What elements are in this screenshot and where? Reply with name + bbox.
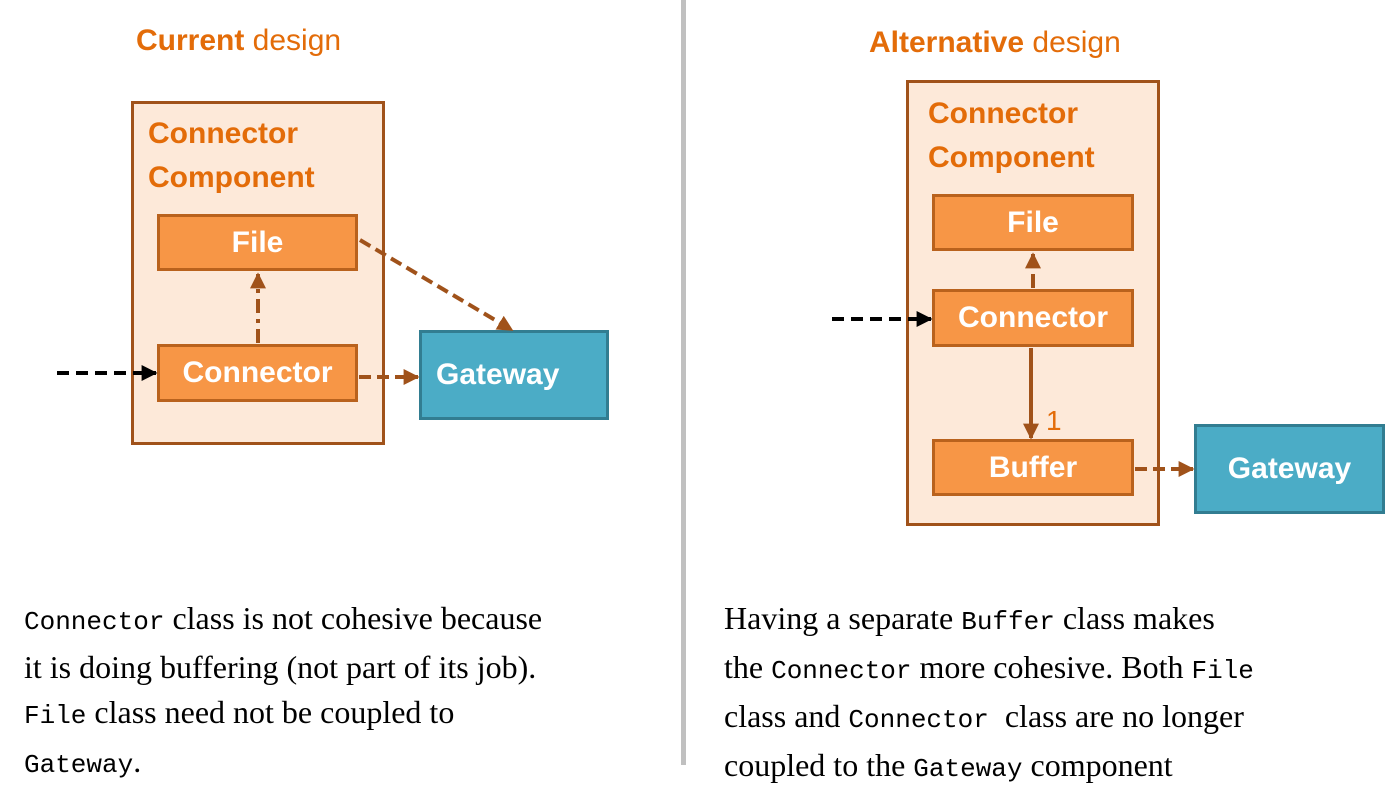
right-component-label-line2: Component — [928, 141, 1095, 174]
left-caption: Connector class is not cohesive because … — [24, 596, 674, 788]
center-divider — [681, 0, 686, 765]
right-caption-code-file: File — [1191, 656, 1254, 686]
left-caption-line1: Connector class is not cohesive because — [24, 596, 674, 645]
right-caption-line4-pre: coupled to the — [724, 747, 914, 783]
right-caption-line3-pre: class and — [724, 698, 849, 734]
current-title-bold: Current — [136, 24, 245, 57]
right-component-label: Connector Component — [928, 92, 1095, 180]
right-caption-line4-rest: component — [1022, 747, 1173, 783]
left-component-label: Connector Component — [148, 112, 315, 200]
right-caption-line3: class and Connector class are no longer — [724, 694, 1389, 743]
left-file-to-gateway-arrow — [358, 238, 514, 332]
right-buffer-class[interactable]: Buffer — [932, 439, 1134, 496]
right-caption: Having a separate Buffer class makes the… — [724, 596, 1389, 792]
left-connector-class[interactable]: Connector — [157, 344, 358, 402]
right-caption-line2-pre: the — [724, 649, 772, 685]
alternative-design-title: Alternative design — [869, 26, 1121, 60]
left-caption-code-connector: Connector — [24, 607, 165, 637]
right-caption-line2-mid: more cohesive. Both — [911, 649, 1192, 685]
left-caption-line1-text: class is not cohesive because — [164, 600, 543, 636]
left-caption-line4-text: . — [133, 743, 142, 779]
right-file-class[interactable]: File — [932, 194, 1134, 251]
right-caption-line1-pre: Having a separate — [724, 600, 962, 636]
left-caption-line2: it is doing buffering (not part of its j… — [24, 649, 537, 685]
right-caption-code-connector: Connector — [771, 656, 912, 686]
right-caption-line1: Having a separate Buffer class makes — [724, 596, 1389, 645]
right-connector-class[interactable]: Connector — [932, 289, 1134, 347]
right-caption-code-gateway: Gateway — [913, 754, 1023, 784]
right-caption-line2: the Connector more cohesive. Both File — [724, 645, 1389, 694]
right-caption-code-buffer: Buffer — [961, 607, 1055, 637]
alternative-title-bold: Alternative — [869, 26, 1025, 59]
current-design-title: Current design — [136, 24, 341, 58]
left-caption-line4: Gateway. — [24, 739, 674, 788]
current-title-rest: design — [244, 24, 342, 57]
left-file-class[interactable]: File — [157, 214, 358, 271]
left-caption-line3: File class need not be coupled to — [24, 690, 674, 739]
left-caption-code-file: File — [24, 701, 87, 731]
right-caption-line3-rest: class are no longer — [988, 698, 1244, 734]
left-caption-line3-text: class need not be coupled to — [86, 694, 455, 730]
alternative-title-rest: design — [1024, 26, 1121, 59]
left-component-label-line2: Component — [148, 161, 315, 194]
right-caption-line1-rest: class makes — [1054, 600, 1215, 636]
right-caption-line4: coupled to the Gateway component — [724, 743, 1389, 792]
left-caption-code-gateway: Gateway — [24, 750, 134, 780]
left-component-label-line1: Connector — [148, 117, 298, 150]
right-component-label-line1: Connector — [928, 97, 1078, 130]
right-gateway-component[interactable]: Gateway — [1194, 424, 1385, 514]
right-caption-code-connector-2: Connector — [848, 705, 989, 735]
left-gateway-component[interactable]: Gateway — [419, 330, 609, 420]
multiplicity-label: 1 — [1046, 405, 1062, 436]
